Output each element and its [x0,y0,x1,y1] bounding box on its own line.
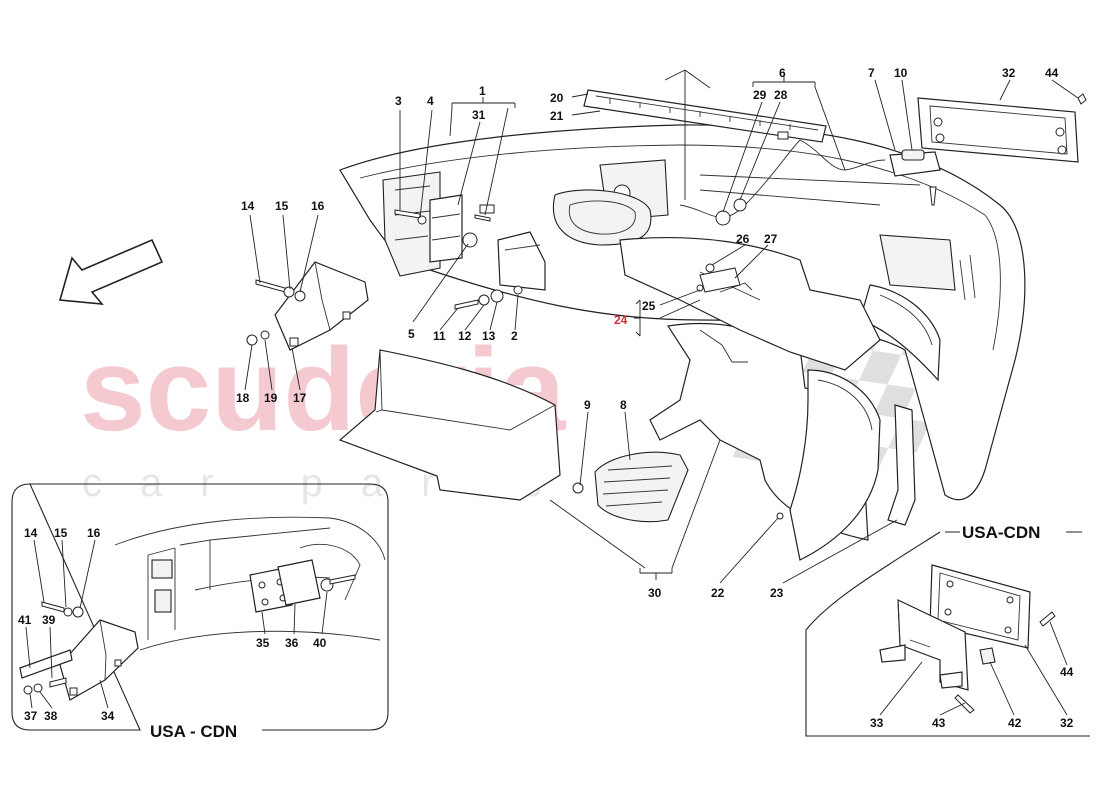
callout-14: 14 [241,199,255,213]
callout-7: 7 [868,66,875,80]
callout-12: 12 [458,329,472,343]
callout-4: 4 [427,94,434,108]
callout-11: 11 [433,329,446,343]
inset-callout-14: 14 [24,526,38,540]
region-label-usa-cdn-left: USA - CDN [150,722,237,741]
callout-16: 16 [311,199,325,213]
callout-6: 6 [779,66,786,80]
inset-callout-38: 38 [44,709,58,723]
inset-callout-35: 35 [256,636,270,650]
inset-callout-39: 39 [42,613,56,627]
region-label-usa-cdn-right: USA-CDN [962,523,1040,542]
callout-8: 8 [620,398,627,412]
inset-callout-36: 36 [285,636,299,650]
callout-5: 5 [408,327,415,341]
right-callout-32: 32 [1060,716,1074,730]
inset-callout-15: 15 [54,526,68,540]
right-callout-43: 43 [932,716,946,730]
callout-18: 18 [236,391,250,405]
callout-28: 28 [774,88,788,102]
callout-2: 2 [511,329,518,343]
inset-callout-40: 40 [313,636,327,650]
callout-3: 3 [395,94,402,108]
inset-usa-cdn-left: USA - CDN 14 15 16 41 39 37 38 [11,483,389,741]
callout-17: 17 [293,391,307,405]
callout-19: 19 [264,391,278,405]
callout-labels: 3 4 1 31 14 15 16 18 19 17 5 11 12 13 2 … [236,66,1059,600]
right-callout-33: 33 [870,716,884,730]
callout-27: 27 [764,232,778,246]
callout-1: 1 [479,84,486,98]
center-mount [696,263,741,293]
rear-bumper [339,124,1026,501]
callout-30: 30 [648,586,662,600]
wheel-arch-liner [776,369,916,561]
inset-callout-16: 16 [87,526,101,540]
side-bracket-left [246,261,369,351]
callout-23: 23 [770,586,784,600]
callout-15: 15 [275,199,289,213]
callout-44: 44 [1045,66,1059,80]
right-callout-42: 42 [1008,716,1022,730]
reinforcement-strip [583,89,827,143]
callout-21: 21 [550,109,564,123]
callout-13: 13 [482,329,496,343]
license-plate-lamp [889,149,941,206]
callout-26: 26 [736,232,750,246]
direction-arrow-icon [58,238,164,305]
license-plate-frame [917,93,1087,163]
callout-9: 9 [584,398,591,412]
callout-25: 25 [642,299,656,313]
inset-callout-37: 37 [24,709,38,723]
callout-24: 24 [614,313,628,327]
right-callout-44: 44 [1060,665,1074,679]
mesh-grille [572,451,689,523]
inset-callout-34: 34 [101,709,115,723]
callout-31: 31 [472,108,486,122]
callout-10: 10 [894,66,908,80]
callout-32: 32 [1002,66,1016,80]
bracket-assembly [394,194,546,291]
leader-lines [244,69,1079,584]
callout-22: 22 [711,586,725,600]
callout-29: 29 [753,88,767,102]
callout-20: 20 [550,91,564,105]
inset-callout-41: 41 [18,613,32,627]
inset-usa-cdn-right: USA-CDN 33 43 42 32 44 [805,523,1090,737]
